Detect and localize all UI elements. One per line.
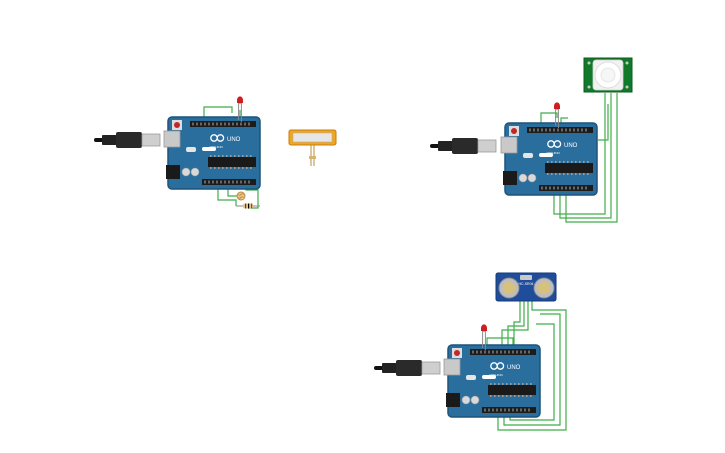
arduino-uno-1[interactable]: UNO ARDUINO — [163, 116, 261, 190]
pir-circuit: UNO ARDUINO — [429, 57, 633, 223]
usb-cable-2[interactable] — [429, 137, 497, 155]
arduino-uno-3[interactable]: UNO ARDUINO — [443, 344, 541, 418]
arduino-uno-2[interactable]: UNO ARDUINO — [500, 122, 598, 196]
ultrasonic-circuit: UNO ARDUINO HC-SR04 — [373, 272, 567, 431]
board-brand-label: ARDUINO — [546, 151, 561, 155]
usb-cable-3[interactable] — [373, 359, 441, 377]
board-brand-label: ARDUINO — [489, 373, 504, 377]
usb-cable-1[interactable] — [93, 131, 161, 149]
breadboard-small[interactable] — [288, 129, 337, 166]
board-model-label: UNO — [507, 365, 521, 371]
pir-sensor[interactable] — [583, 57, 633, 93]
board-model-label: UNO — [564, 143, 578, 149]
board-brand-label: ARDUINO — [209, 145, 224, 149]
board-model-label: UNO — [227, 137, 241, 143]
sensor-label: HC-SR04 — [519, 282, 534, 286]
ldr-circuit: UNO ARDUINO — [93, 95, 337, 209]
resistor-1[interactable] — [236, 203, 260, 209]
photoresistor[interactable] — [236, 191, 246, 201]
wire-set-2[interactable] — [540, 93, 618, 223]
ultrasonic-sensor[interactable]: HC-SR04 — [495, 272, 557, 302]
